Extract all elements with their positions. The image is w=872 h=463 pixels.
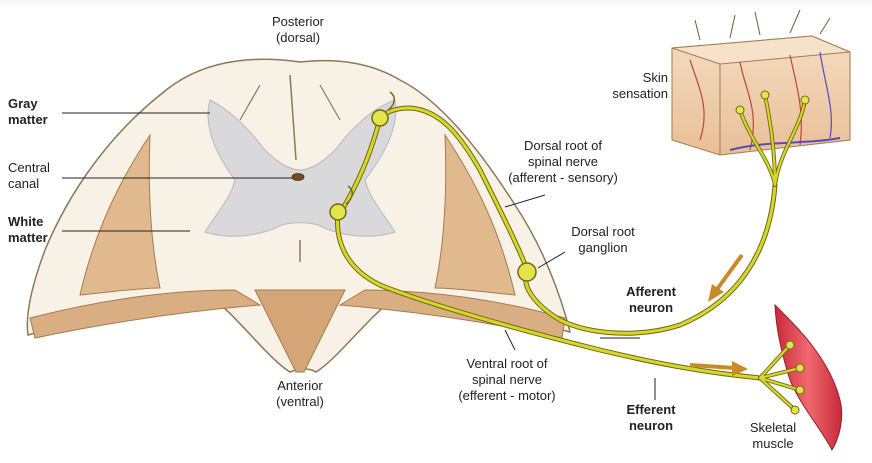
efferent-nerve-fiber-core (336, 210, 762, 380)
leader-lines (62, 112, 656, 400)
left-ventral-fibers (29, 289, 262, 339)
central-canal (291, 173, 305, 181)
posterior-line-right (319, 84, 341, 121)
efferent-arrowhead (732, 361, 748, 376)
skin-block (671, 9, 851, 156)
anterior-label: Anterior(ventral) (276, 378, 324, 409)
synapse-terminal-lower (329, 203, 347, 221)
posterior-line-left (239, 84, 261, 121)
synapse-cleft-lower (345, 185, 353, 205)
efferent-direction-arrow (689, 363, 736, 370)
right-lateral-tract (434, 133, 516, 296)
synapse-terminal-upper (371, 109, 389, 127)
left-lateral-tract (79, 133, 161, 296)
afferent-direction-arrow (713, 253, 744, 294)
afferent-arrowhead (708, 284, 724, 302)
posterior-label: Posterior(dorsal) (271, 14, 325, 45)
skin-nerve-branches (738, 93, 807, 187)
dorsal-root-ganglion (517, 262, 537, 282)
anterior-fissure (254, 289, 346, 373)
synapse-cleft-upper (387, 91, 395, 111)
posterior-sulcus (289, 74, 297, 161)
afferent-branch (340, 116, 382, 212)
motor-end-branches (758, 343, 802, 412)
